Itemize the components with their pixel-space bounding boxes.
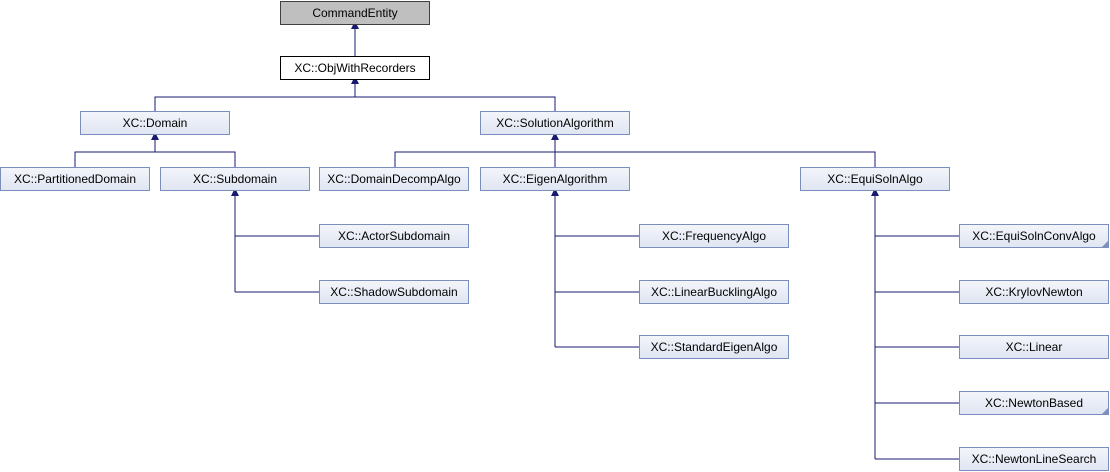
node-label: XC::FrequencyAlgo xyxy=(661,229,767,243)
node-equi-soln-algo[interactable]: XC::EquiSolnAlgo xyxy=(800,167,950,191)
node-label: XC::Subdomain xyxy=(192,172,278,186)
node-label: XC::ActorSubdomain xyxy=(337,229,451,243)
node-subdomain[interactable]: XC::Subdomain xyxy=(160,167,310,191)
node-label: XC::SolutionAlgorithm xyxy=(496,116,614,130)
node-obj-with-recorders[interactable]: XC::ObjWithRecorders xyxy=(280,56,430,80)
edge-children-domain xyxy=(74,151,236,167)
node-label: XC::ObjWithRecorders xyxy=(294,61,416,75)
node-label: XC::LinearBucklingAlgo xyxy=(650,285,778,299)
node-actor-subdomain[interactable]: XC::ActorSubdomain xyxy=(319,224,469,248)
node-label: XC::KrylovNewton xyxy=(985,285,1083,299)
node-command-entity[interactable]: CommandEntity xyxy=(280,1,430,25)
node-krylov-newton[interactable]: XC::KrylovNewton xyxy=(959,280,1109,304)
node-standard-eigen-algo[interactable]: XC::StandardEigenAlgo xyxy=(639,335,789,359)
node-solution-algorithm[interactable]: XC::SolutionAlgorithm xyxy=(480,111,630,135)
node-label: XC::ShadowSubdomain xyxy=(330,285,458,299)
node-label: CommandEntity xyxy=(312,6,398,20)
node-label: XC::EquiSolnConvAlgo xyxy=(972,229,1096,243)
edge-children-solutionalgorithm xyxy=(394,151,876,167)
node-label: XC::NewtonLineSearch xyxy=(971,452,1097,466)
node-newton-based[interactable]: XC::NewtonBased xyxy=(959,391,1109,415)
node-label: XC::Domain xyxy=(122,116,188,130)
fold-corner-icon xyxy=(1102,408,1108,414)
edge-children-subdomain xyxy=(234,235,319,293)
node-label: XC::EigenAlgorithm xyxy=(502,172,608,186)
node-linear-buckling-algo[interactable]: XC::LinearBucklingAlgo xyxy=(639,280,789,304)
fold-corner-icon xyxy=(1102,241,1108,247)
edge-children-objwithrecorders xyxy=(154,96,556,111)
node-label: XC::NewtonBased xyxy=(984,396,1084,410)
node-frequency-algo[interactable]: XC::FrequencyAlgo xyxy=(639,224,789,248)
node-label: XC::PartitionedDomain xyxy=(13,172,137,186)
node-equi-soln-conv-algo[interactable]: XC::EquiSolnConvAlgo xyxy=(959,224,1109,248)
node-newton-line-search[interactable]: XC::NewtonLineSearch xyxy=(959,447,1109,471)
node-label: XC::Linear xyxy=(1005,340,1063,354)
node-partitioned-domain[interactable]: XC::PartitionedDomain xyxy=(0,167,150,191)
node-domain[interactable]: XC::Domain xyxy=(80,111,230,135)
node-linear[interactable]: XC::Linear xyxy=(959,335,1109,359)
node-label: XC::DomainDecompAlgo xyxy=(327,172,461,186)
node-domain-decomp-algo[interactable]: XC::DomainDecompAlgo xyxy=(319,167,469,191)
edge-children-equisolnalgo xyxy=(874,235,959,460)
node-label: XC::EquiSolnAlgo xyxy=(827,172,923,186)
node-eigen-algorithm[interactable]: XC::EigenAlgorithm xyxy=(480,167,630,191)
node-shadow-subdomain[interactable]: XC::ShadowSubdomain xyxy=(319,280,469,304)
edge-children-eigenalgorithm xyxy=(554,235,639,348)
node-label: XC::StandardEigenAlgo xyxy=(650,340,778,354)
